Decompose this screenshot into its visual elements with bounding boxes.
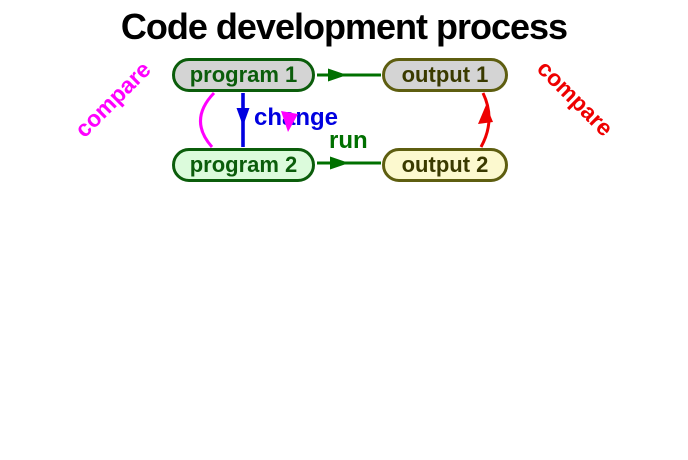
node-output-1-label: output 1	[401, 62, 489, 87]
node-output-1: output 1	[382, 58, 508, 92]
node-output-2-label: output 2	[401, 152, 489, 177]
change-arrow-head-icon	[236, 108, 250, 126]
node-program-1-label: program 1	[189, 62, 298, 87]
node-output-2: output 2	[382, 148, 508, 182]
diagram-title: Code development process	[120, 6, 568, 47]
node-program-1: program 1	[172, 58, 315, 92]
compare-right-arrow-head-icon	[478, 105, 493, 124]
run-arrow-top-head-icon	[328, 68, 347, 82]
run-arrow-bottom-head-icon	[330, 156, 349, 170]
node-program-2: program 2	[172, 148, 315, 182]
compare-left-edge-label: compare	[69, 56, 156, 143]
run-edge-label: run	[329, 127, 368, 154]
compare-left-arc	[199, 91, 216, 148]
change-edge-label: change	[254, 104, 339, 131]
node-program-2-label: program 2	[189, 152, 298, 177]
compare-right-edge-label: compare	[532, 55, 619, 142]
compare-right-arc	[479, 92, 491, 148]
